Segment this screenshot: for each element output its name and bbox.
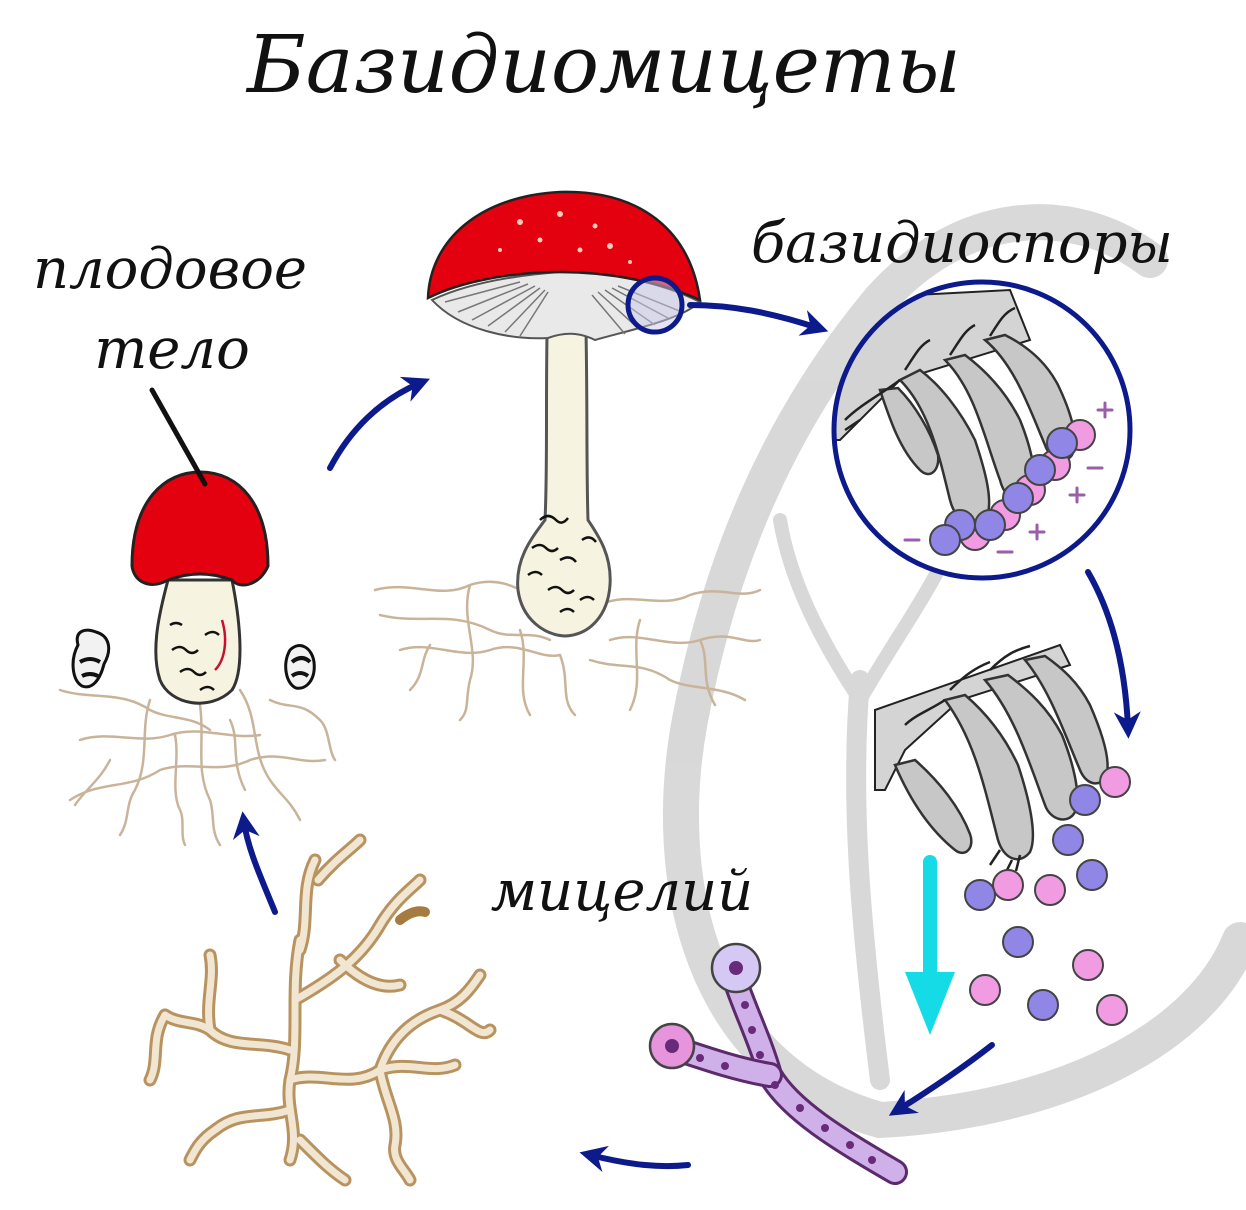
arrow-icon [1085, 569, 1141, 739]
mycelium-hyphae [143, 833, 497, 1187]
basidia-releasing-spores [874, 643, 1131, 1026]
young-mushroom-volva-marks [169, 621, 220, 692]
basidia-magnified-lens [831, 279, 1133, 581]
page-title: Базидиомицеты [245, 18, 961, 111]
fruiting-body-label-line-1: плодовое [33, 237, 307, 302]
arrow-icon [687, 302, 829, 336]
magnifier-ring [625, 275, 685, 335]
spore-dispersal-arrow [905, 855, 955, 1035]
young-mushroom [58, 470, 337, 847]
mature-mushroom-mycelium [373, 580, 762, 722]
arrow-icon [579, 1145, 691, 1173]
volva-fragment-right [284, 644, 316, 690]
mature-mushroom-cap [426, 190, 702, 303]
arrow-icon [232, 811, 278, 915]
cap-spots [498, 211, 632, 264]
mycelium-label: мицелий [491, 859, 754, 924]
life-cycle-arrows [232, 302, 1141, 1173]
mature-mushroom [373, 190, 762, 722]
mature-mushroom-stem [516, 288, 612, 638]
fruiting-body-pointer [149, 387, 208, 487]
young-mushroom-mycelium [58, 688, 337, 847]
fruiting-body-label-line-2: тело [94, 317, 250, 382]
arrow-icon [888, 1042, 995, 1116]
volva-fragment-left [71, 628, 111, 689]
young-mushroom-stem [154, 578, 242, 705]
mature-mushroom-volva-marks [527, 514, 597, 614]
young-mushroom-cap [130, 470, 270, 587]
germinating-spore [648, 942, 908, 1185]
basidiospores-label: базидиоспоры [751, 211, 1173, 276]
arrow-icon [327, 376, 430, 471]
